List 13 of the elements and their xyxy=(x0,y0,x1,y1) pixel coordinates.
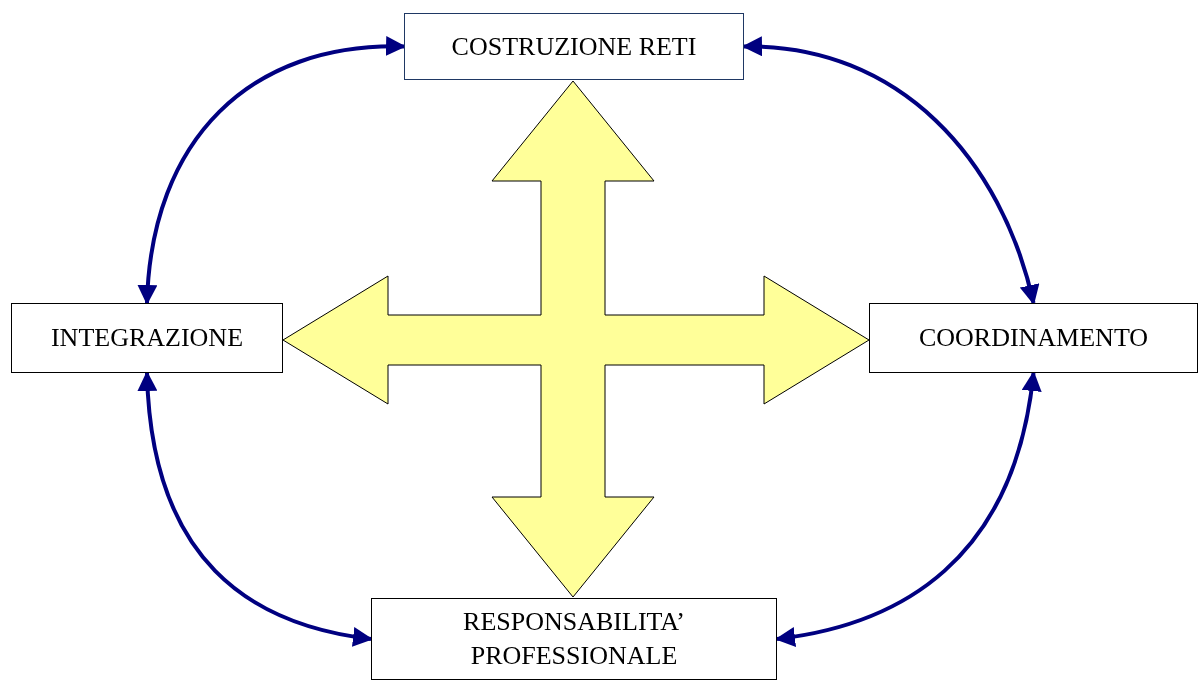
text-box xyxy=(11,303,283,373)
curved-arrow xyxy=(742,37,1039,305)
box-label: INTEGRAZIONE xyxy=(50,322,244,354)
box-label: COORDINAMENTO xyxy=(918,322,1149,354)
text-box xyxy=(869,303,1198,373)
box-label: COSTRUZIONE RETI xyxy=(451,30,697,63)
text-box xyxy=(404,13,744,80)
curved-arrow xyxy=(775,371,1041,647)
four-way-block-arrow xyxy=(282,80,870,598)
curved-arrow xyxy=(138,37,406,305)
curved-arrow xyxy=(138,371,373,647)
text-box xyxy=(371,598,777,680)
box-label: RESPONSABILITA’ PROFESSIONALE xyxy=(462,606,686,672)
